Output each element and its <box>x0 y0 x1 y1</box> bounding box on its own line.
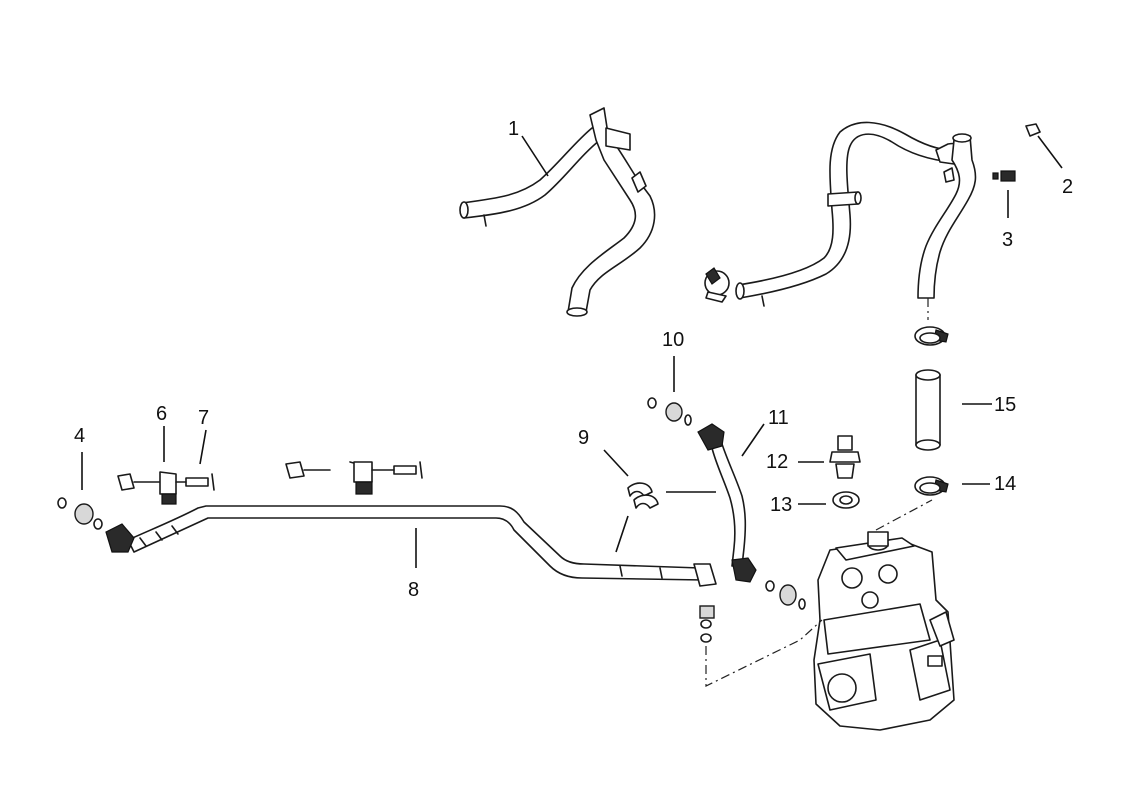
callout-7: 7 <box>198 407 209 429</box>
washer-part-13 <box>832 491 860 509</box>
hose-clamp-part-14-bottom <box>914 476 949 496</box>
hose-part-15 <box>915 369 941 451</box>
hose-clamp-upper <box>704 267 730 303</box>
hose-clamp-part-14-top <box>914 326 949 346</box>
bolt-part-7-left <box>175 473 215 491</box>
fitting-part-10 <box>647 397 692 426</box>
fitting-part-12 <box>829 435 861 479</box>
callout-15: 15 <box>994 394 1016 416</box>
callout-1: 1 <box>508 118 519 140</box>
callout-3: 3 <box>1002 229 1013 251</box>
leader-lines <box>81 135 1063 568</box>
small-pipe-part-11 <box>697 423 757 583</box>
callout-10: 10 <box>662 329 684 351</box>
fitting-lower-center <box>699 605 715 643</box>
callout-12: 12 <box>766 451 788 473</box>
fitting-near-compressor <box>765 580 806 610</box>
callout-4: 4 <box>74 425 85 447</box>
coolant-pipe-upper-left <box>459 107 656 317</box>
air-compressor <box>813 531 955 731</box>
coolant-pipe-upper-right <box>735 121 977 307</box>
bolt-part-3 <box>992 170 1016 182</box>
alignment-lines <box>705 298 933 687</box>
bolt-part-7-right <box>371 461 423 479</box>
callout-2: 2 <box>1062 176 1073 198</box>
clip-part-9 <box>627 482 659 509</box>
callout-8: 8 <box>408 579 419 601</box>
callout-6: 6 <box>156 403 167 425</box>
callouts: 1 2 3 4 6 7 8 9 10 11 12 13 14 15 <box>74 118 1073 601</box>
clamp-assembly-part-6-right <box>285 461 373 495</box>
callout-13: 13 <box>770 494 792 516</box>
long-pipe-part-8 <box>105 505 717 587</box>
small-fitting-part-2 <box>1025 123 1041 137</box>
callout-9: 9 <box>578 427 589 449</box>
clamp-assembly-part-6-left <box>117 471 177 505</box>
callout-14: 14 <box>994 473 1016 495</box>
callout-11: 11 <box>768 407 789 429</box>
fitting-part-4 <box>57 497 103 530</box>
